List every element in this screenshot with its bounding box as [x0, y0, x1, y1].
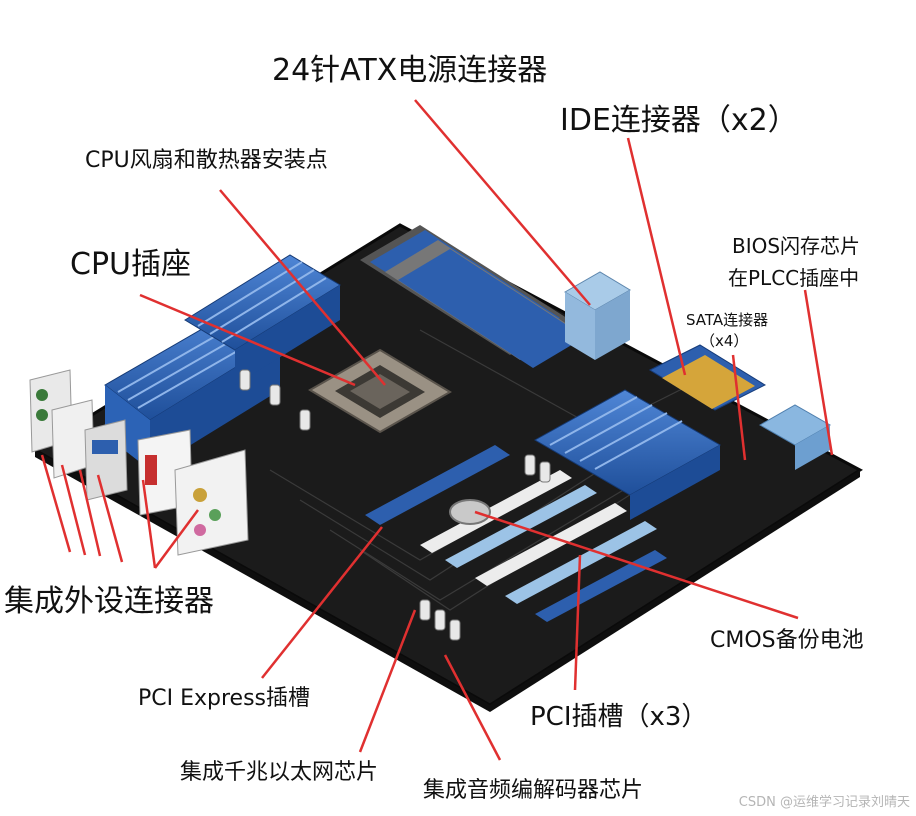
leader-line-ide: [628, 138, 685, 375]
watermark: CSDN @运维学习记录刘晴天: [739, 791, 910, 810]
label-bios-chip-line1: BIOS闪存芯片: [732, 236, 860, 256]
label-ide-connector: IDE连接器（x2）: [560, 106, 798, 136]
cmos-battery-shape: [450, 500, 490, 524]
label-cpu-socket: CPU插座: [70, 250, 191, 280]
label-io-connectors: 集成外设连接器: [4, 587, 214, 617]
label-bios-chip-line2: 在PLCC插座中: [728, 268, 859, 288]
label-sata-connector-line2: （x4）: [700, 334, 748, 349]
label-pci-slots: PCI插槽（x3）: [530, 704, 707, 730]
label-pcie-slot: PCI Express插槽: [138, 688, 310, 710]
label-audio-codec: 集成音频编解码器芯片: [423, 780, 643, 802]
label-ethernet-chip: 集成千兆以太网芯片: [180, 762, 378, 784]
label-sata-connector-line1: SATA连接器: [686, 313, 768, 328]
label-atx-power-connector: 24针ATX电源连接器: [272, 56, 547, 86]
label-cmos-battery: CMOS备份电池: [710, 630, 864, 652]
label-cpu-fan-mount: CPU风扇和散热器安装点: [85, 150, 328, 172]
